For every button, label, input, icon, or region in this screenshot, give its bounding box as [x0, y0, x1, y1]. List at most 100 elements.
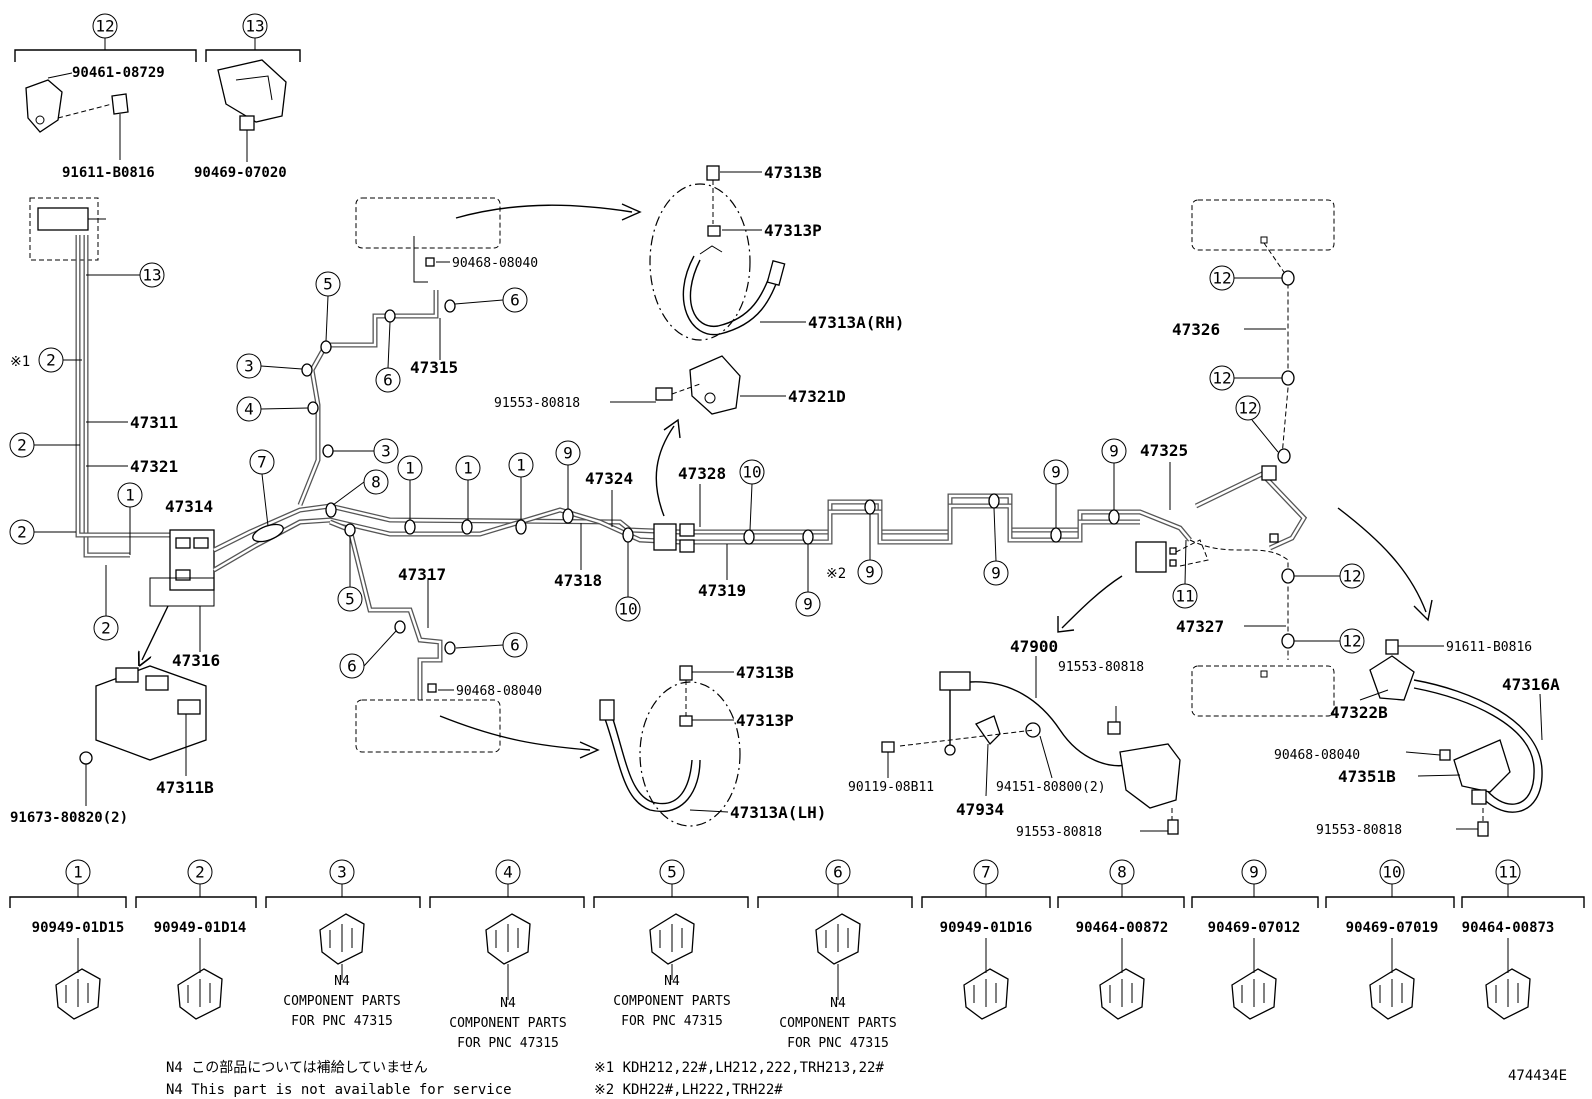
part-47318-label: 47318 [554, 571, 602, 590]
clip-90469-07020-drawing [217, 59, 287, 162]
svg-text:5: 5 [323, 275, 333, 294]
group-12-header: 12 [14, 13, 197, 62]
svg-text:3: 3 [244, 357, 254, 376]
svg-text:9: 9 [563, 444, 573, 463]
group-12-number: 12 [95, 17, 114, 36]
part-91553-b-label: 91553-80818 [1058, 660, 1144, 675]
clip-note-line: COMPONENT PARTS [449, 1016, 566, 1031]
clip-part-number: 90949-01D14 [154, 920, 247, 936]
part-47328-label: 47328 [678, 464, 726, 483]
callout-2-b: 2 [9, 432, 80, 458]
proportioning-valve-drawing [149, 529, 215, 607]
clip-note-line: N4 [830, 996, 846, 1011]
svg-text:7: 7 [257, 453, 267, 472]
callout-13-left: 13 [86, 262, 165, 288]
svg-text:9: 9 [865, 563, 875, 582]
part-47324-label: 47324 [585, 469, 633, 488]
clip-group-number: 5 [667, 863, 677, 882]
clip-group-number: 6 [833, 863, 843, 882]
svg-text:12: 12 [1212, 369, 1231, 388]
sensor-box [1135, 541, 1167, 573]
svg-text:3: 3 [381, 442, 391, 461]
clip-markers [325, 493, 1120, 545]
svg-text:8: 8 [371, 473, 381, 492]
rear-lower-box [1191, 665, 1335, 717]
svg-text:13: 13 [142, 266, 161, 285]
part-90461-08729-label: 90461-08729 [72, 65, 165, 81]
svg-text:12: 12 [1212, 269, 1231, 288]
part-91611-B0816-label: 91611-B0816 [62, 165, 155, 181]
part-47313B-top-label: 47313B [764, 163, 822, 182]
part-47326-label: 47326 [1172, 320, 1220, 339]
callout-12-c: 12 [1235, 395, 1279, 453]
svg-text:10: 10 [618, 600, 637, 619]
part-47313P-bot-label: 47313P [736, 711, 794, 730]
clip-90461-drawing [25, 79, 129, 160]
part-47351B-label: 47351B [1338, 767, 1396, 786]
part-47321-label: 47321 [130, 457, 178, 476]
lh-detail-box [355, 699, 501, 753]
svg-text:6: 6 [510, 636, 520, 655]
callout-9-a: 9 [555, 440, 581, 509]
callout-6-b: 6 [454, 287, 528, 313]
part-91673-label: 91673-80820(2) [10, 810, 128, 826]
clip-note-line: N4 [500, 996, 516, 1011]
junction-block-drawing [653, 523, 695, 553]
rh-hose-detail [649, 165, 806, 341]
svg-text:9: 9 [803, 595, 813, 614]
rh-detail-box [355, 197, 501, 249]
callout-6-a: 6 [375, 321, 401, 393]
clip-note-line: FOR PNC 47315 [621, 1014, 723, 1029]
svg-text:4: 4 [244, 400, 254, 419]
part-47317-label: 47317 [398, 565, 446, 584]
clip-group-number: 3 [337, 863, 347, 882]
callout-12-e: 12 [1294, 628, 1365, 654]
clip-group-number: 8 [1117, 863, 1127, 882]
clip-group-number: 11 [1498, 863, 1517, 882]
svg-text:10: 10 [742, 463, 761, 482]
svg-text:2: 2 [17, 436, 27, 455]
callout-6-c: 6 [339, 630, 397, 679]
callout-2-a: 2 [38, 347, 82, 373]
height-sensor-drawing [881, 671, 1181, 835]
callout-4: 4 [236, 396, 309, 422]
clip-group-number: 1 [73, 863, 83, 882]
ref-1-marker: ※1 [10, 354, 30, 370]
callout-2-c: 2 [9, 519, 76, 545]
bracket-47311B-drawing [79, 665, 207, 806]
part-47321D-label: 47321D [788, 387, 846, 406]
svg-text:6: 6 [347, 657, 357, 676]
group-13-number: 13 [245, 17, 264, 36]
svg-text:2: 2 [46, 351, 56, 370]
part-91553-d-label: 91553-80818 [1316, 823, 1402, 838]
callout-12-b: 12 [1209, 365, 1282, 391]
clip-part-number: 90949-01D15 [32, 920, 125, 936]
callout-12-a: 12 [1209, 265, 1282, 291]
part-47311-label: 47311 [130, 413, 178, 432]
clip-group-number: 4 [503, 863, 513, 882]
part-47327-label: 47327 [1176, 617, 1224, 636]
clip-group-1: 1 90949-01D15 [9, 859, 127, 1020]
part-47325-label: 47325 [1140, 441, 1188, 460]
part-47314-label: 47314 [165, 497, 213, 516]
lh-hose-detail [599, 665, 741, 827]
part-90468-bot-label: 90468-08040 [456, 684, 542, 699]
callout-1-c: 1 [455, 455, 481, 520]
callout-9-f: 9 [1101, 438, 1127, 510]
callout-1-d: 1 [508, 452, 534, 520]
clip-group-number: 10 [1382, 863, 1401, 882]
part-91553-c-label: 91553-80818 [1016, 825, 1102, 840]
part-47934-label: 47934 [956, 800, 1004, 819]
svg-text:2: 2 [101, 619, 111, 638]
part-90469-07020-label: 90469-07020 [194, 165, 287, 181]
